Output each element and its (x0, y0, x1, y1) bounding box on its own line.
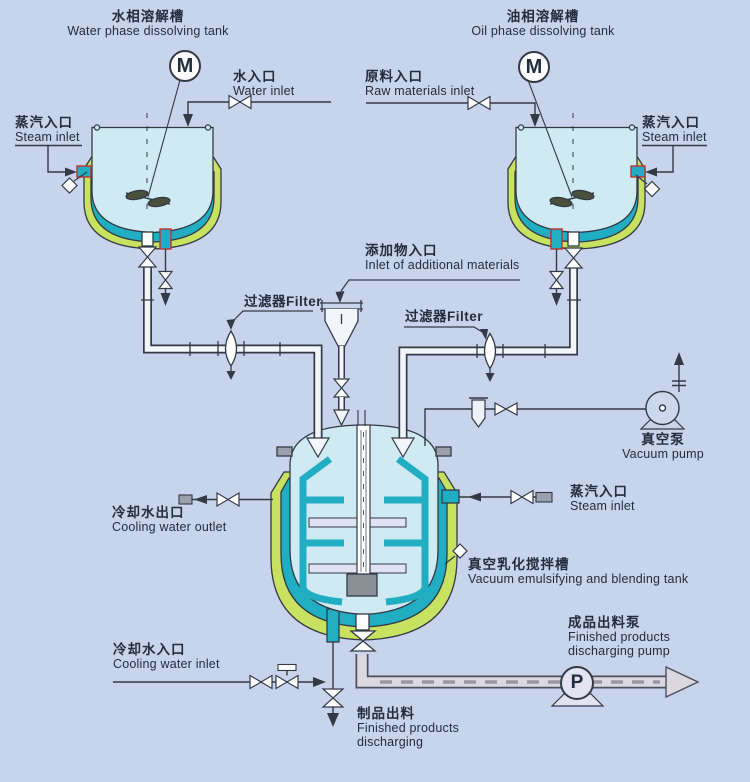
valve-icon (137, 246, 158, 268)
pipe-cap-icon (178, 494, 193, 505)
pipe-cap-icon (535, 491, 553, 503)
trunnion-right-icon (435, 446, 452, 457)
tank-drain-lines (157, 249, 565, 306)
cooling-inlet-pipe (113, 663, 326, 690)
products-discharging-label: 制品出料 Finished products discharging (357, 706, 460, 749)
water-tank-title-en: Water phase dissolving tank (67, 23, 229, 38)
steam-nozzle-icon (441, 489, 460, 504)
filter-right-icon (476, 332, 504, 382)
water-tank-motor-icon: M (169, 50, 201, 82)
motor-letter: M (525, 55, 543, 78)
raw-materials-pipe (366, 95, 540, 127)
oil-tank-propeller-icon (549, 189, 595, 208)
water-inlet-pipe (183, 94, 331, 127)
valve-icon (494, 401, 518, 417)
filter-right-label: 过滤器Filter (405, 309, 484, 324)
sensor-diamond-icons (61, 171, 661, 565)
valve-icon (216, 491, 240, 508)
vacuum-pump-label: 真空泵 Vacuum pump (622, 432, 704, 461)
oil-tank-title-en: Oil phase dissolving tank (471, 23, 615, 38)
additional-materials-label: 添加物入口 Inlet of additional materials (365, 243, 520, 272)
air-trap-icon (469, 397, 488, 429)
pump-letter: P (570, 672, 584, 693)
valve-icon (510, 489, 534, 505)
water-tank-title-zh: 水相溶解槽 (111, 9, 185, 24)
water-tank-propeller-icon (125, 189, 171, 208)
water-inlet-label: 水入口 Water inlet (233, 69, 295, 98)
steam-nozzle-icon (630, 165, 646, 178)
water-phase-tank (83, 79, 222, 250)
steam-inlet-main-pipe (459, 489, 553, 505)
main-agitator (299, 410, 429, 606)
main-tank-label: 真空乳化搅拌槽 Vacuum emulsifying and blending … (468, 557, 689, 586)
vacuum-emulsifying-tank (270, 410, 460, 643)
filter-left-label: 过滤器Filter (244, 294, 323, 309)
homogenizer-icon (346, 573, 378, 597)
trunnion-left-icon (276, 446, 293, 457)
cooling-outlet-pipe (178, 491, 273, 508)
cooling-water-outlet-label: 冷却水出口 Cooling water outlet (112, 505, 227, 534)
valve-icon (157, 270, 174, 290)
valve-icon (228, 94, 252, 110)
steam-inlet-right-label: 蒸汽入口 Steam inlet (642, 115, 707, 144)
label-leaders (226, 279, 520, 340)
steam-inlet-left-label: 蒸汽入口 Steam inlet (15, 115, 80, 144)
steam-nozzle-icon (76, 165, 92, 178)
filter-left-icon (217, 329, 245, 380)
valve-icon (467, 95, 491, 111)
raw-materials-inlet-label: 原料入口 Raw materials inlet (365, 69, 475, 98)
globe-valve-icon (275, 674, 299, 690)
vacuum-pump-icon (639, 352, 686, 430)
steam-inlet-left-pipe (15, 144, 92, 178)
motor-letter: M (176, 54, 194, 77)
valve-icon (349, 630, 377, 652)
right-feed-pipe (390, 247, 584, 459)
oil-phase-tank (507, 79, 646, 250)
cooling-water-inlet-label: 冷却水入口 Cooling water inlet (113, 642, 220, 671)
oil-tank-title: 油相溶解槽 Oil phase dissolving tank (433, 9, 653, 39)
water-tank-title: 水相溶解槽 Water phase dissolving tank (37, 9, 259, 39)
valve-icon (548, 270, 565, 290)
left-feed-pipe (137, 246, 331, 459)
oil-tank-motor-icon: M (518, 51, 550, 83)
steam-inlet-right-pipe (630, 144, 707, 178)
additional-funnel-icon (320, 300, 363, 427)
valve-icon (321, 688, 345, 708)
discharge-pump-icon: P (560, 666, 594, 700)
bottom-drain-line (321, 642, 345, 727)
steam-inlet-main-label: 蒸汽入口 Steam inlet (570, 484, 635, 513)
oil-tank-title-zh: 油相溶解槽 (506, 9, 580, 24)
valve-icon (249, 674, 273, 690)
valve-icon (563, 247, 584, 269)
valve-icon (332, 378, 351, 398)
discharge-pump-label: 成品出料泵 Finished products discharging pump (568, 615, 671, 658)
vacuum-line (424, 397, 647, 446)
